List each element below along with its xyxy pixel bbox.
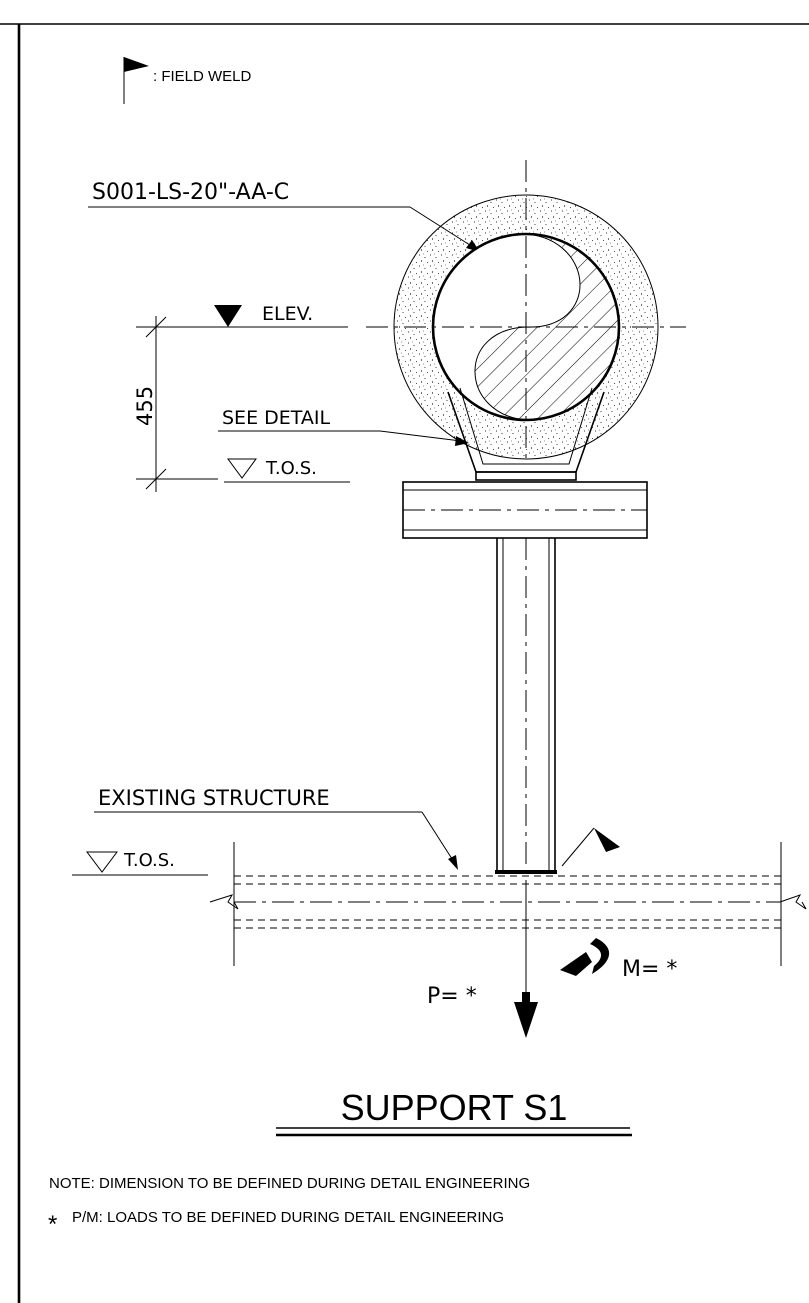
field-weld-flag-icon	[123, 57, 149, 104]
existing-structure-callout: EXISTING STRUCTURE	[94, 786, 458, 870]
moment-label: M= *	[622, 957, 677, 982]
field-weld-legend: : FIELD WELD	[123, 57, 252, 104]
line-number-label: S001-LS-20"-AA-C	[92, 180, 289, 205]
note-loads: P/M: LOADS TO BE DEFINED DURING DETAIL E…	[72, 1209, 504, 1226]
field-weld-label: : FIELD WELD	[153, 68, 252, 85]
tos-lower: T.O.S.	[72, 850, 208, 876]
tos-upper: T.O.S.	[224, 458, 350, 483]
see-detail-label: SEE DETAIL	[222, 407, 330, 429]
notes: NOTE: DIMENSION TO BE DEFINED DURING DET…	[48, 1175, 530, 1238]
line-number-callout: S001-LS-20"-AA-C	[88, 180, 480, 252]
drawing-title: SUPPORT S1	[341, 1087, 568, 1128]
note-dimension: NOTE: DIMENSION TO BE DEFINED DURING DET…	[49, 1175, 530, 1192]
elevation-marker-icon	[214, 305, 242, 327]
elevation-dimension: ELEV. 455	[133, 303, 348, 492]
sheet-border	[0, 23, 809, 1303]
moment-load: M= *	[560, 938, 677, 982]
axial-load: P= *	[427, 880, 538, 1038]
base-field-weld-icon	[561, 827, 620, 867]
support-beam	[402, 481, 648, 539]
tos-lower-marker-icon	[86, 851, 118, 873]
tos-lower-label: T.O.S.	[123, 850, 175, 871]
load-label: P= *	[427, 984, 477, 1009]
elevation-label: ELEV.	[262, 303, 313, 325]
existing-structure-beam	[209, 842, 807, 966]
tos-upper-marker-icon	[227, 458, 257, 479]
load-arrow-icon	[514, 992, 538, 1038]
dimension-label: 455	[133, 386, 157, 426]
pipe-shoe	[447, 387, 605, 481]
title-block: SUPPORT S1	[276, 1087, 632, 1137]
tos-upper-label: T.O.S.	[265, 458, 317, 479]
note-loads-mark: *	[48, 1211, 57, 1238]
see-detail-callout: SEE DETAIL	[218, 407, 469, 446]
pipe-section	[366, 160, 686, 460]
existing-structure-label: EXISTING STRUCTURE	[98, 786, 330, 810]
support-column	[495, 538, 557, 880]
moment-arrow-icon	[560, 952, 592, 976]
